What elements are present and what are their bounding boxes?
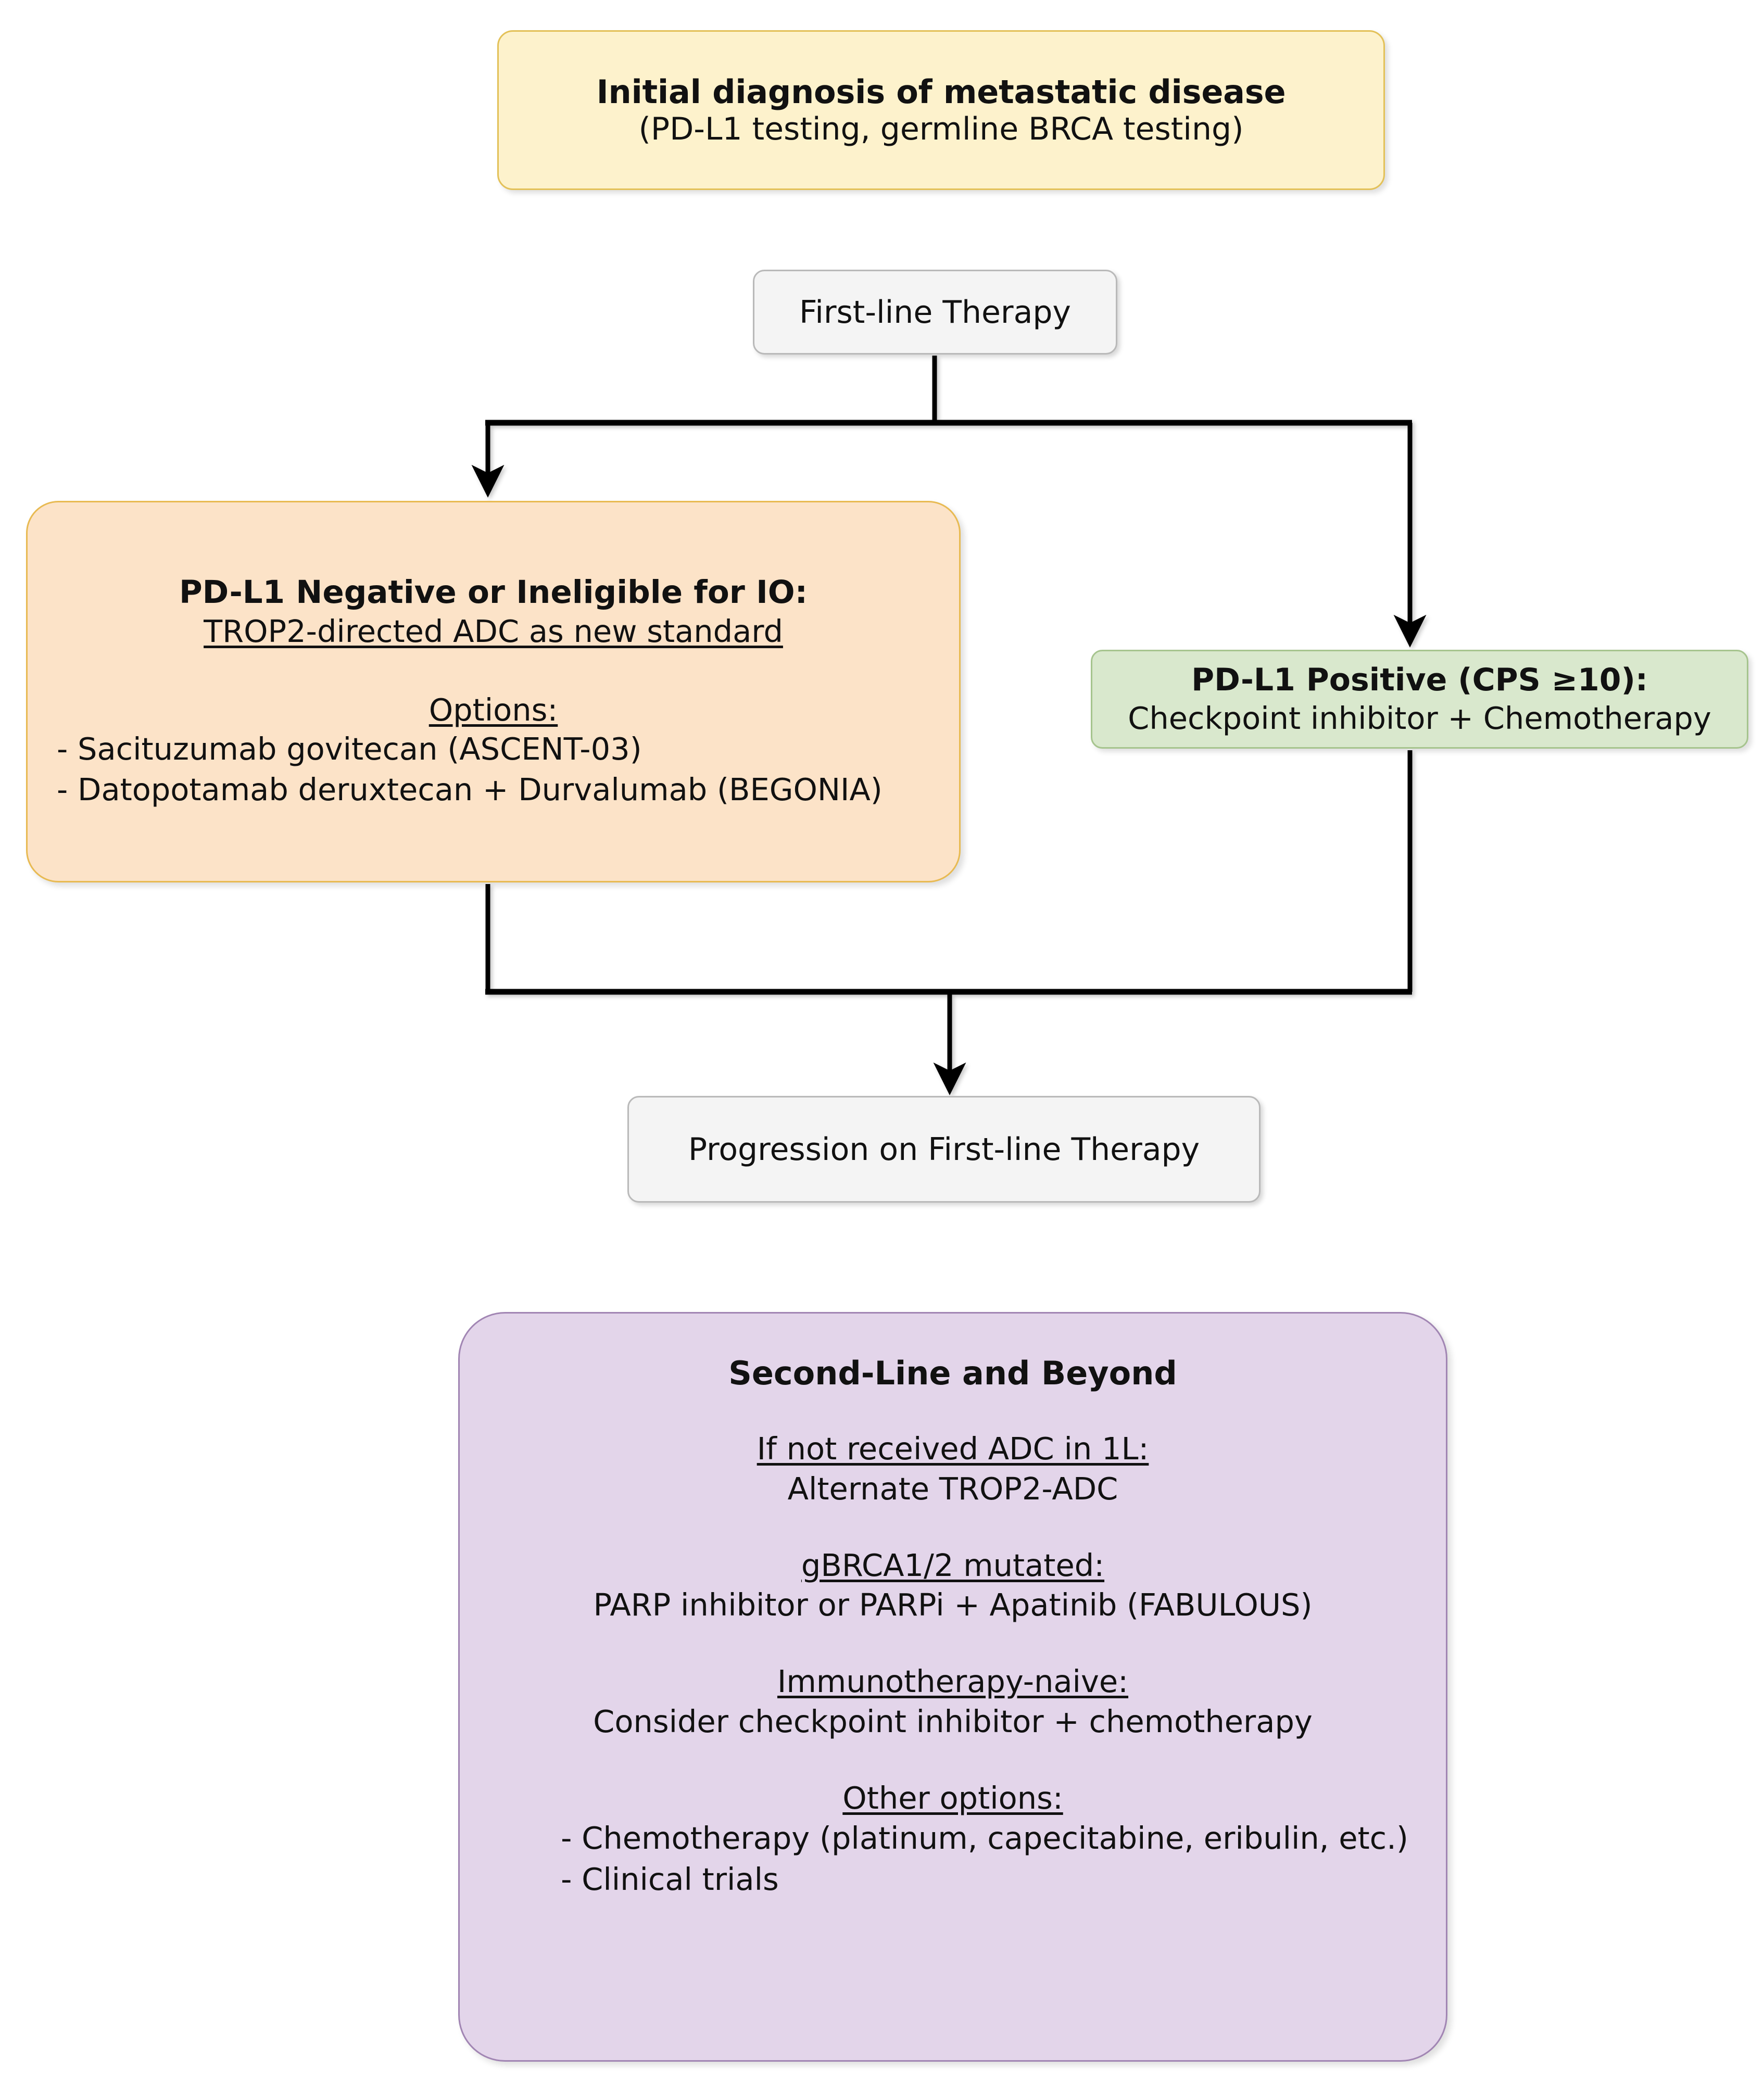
second-line-other-options-block: Other options: - Chemotherapy (platinum,… (497, 1778, 1408, 1900)
no-adc-label: If not received ADC in 1L: (757, 1431, 1149, 1467)
pdl1-negative-options-label: Options: (429, 691, 558, 728)
pdl1-negative-subheader: TROP2-directed ADC as new standard (204, 613, 783, 649)
pdl1-positive-subheader: Checkpoint inhibitor + Chemotherapy (1128, 700, 1711, 736)
node-initial-diagnosis[interactable]: Initial diagnosis of metastatic disease … (497, 30, 1385, 190)
connector-merge-to-progression (485, 750, 1413, 1095)
second-line-no-adc-block: If not received ADC in 1L: Alternate TRO… (757, 1429, 1149, 1509)
gbrca-value: PARP inhibitor or PARPi + Apatinib (FABU… (593, 1587, 1313, 1623)
no-adc-value: Alternate TROP2-ADC (787, 1471, 1118, 1507)
node-second-line-and-beyond[interactable]: Second-Line and Beyond If not received A… (458, 1312, 1447, 2062)
first-line-therapy-label: First-line Therapy (799, 294, 1071, 331)
other-options-list: - Chemotherapy (platinum, capecitabine, … (561, 1820, 1408, 1897)
gbrca-label: gBRCA1/2 mutated: (801, 1547, 1105, 1583)
node-pdl1-positive[interactable]: PD-L1 Positive (CPS ≥10): Checkpoint inh… (1091, 650, 1748, 749)
connector-firstline-split (471, 356, 1427, 648)
other-options-label: Other options: (842, 1780, 1063, 1816)
second-line-io-naive-block: Immunotherapy-naive: Consider checkpoint… (593, 1662, 1313, 1742)
node-progression[interactable]: Progression on First-line Therapy (627, 1096, 1261, 1203)
initial-diagnosis-title: Initial diagnosis of metastatic disease (596, 72, 1286, 111)
io-naive-value: Consider checkpoint inhibitor + chemothe… (593, 1703, 1313, 1739)
node-pdl1-negative[interactable]: PD-L1 Negative or Ineligible for IO: TRO… (26, 501, 961, 882)
node-first-line-therapy[interactable]: First-line Therapy (753, 270, 1117, 355)
io-naive-label: Immunotherapy-naive: (777, 1663, 1129, 1700)
progression-label: Progression on First-line Therapy (688, 1131, 1200, 1168)
initial-diagnosis-subtitle: (PD-L1 testing, germline BRCA testing) (638, 110, 1244, 147)
pdl1-negative-header: PD-L1 Negative or Ineligible for IO: (179, 574, 808, 611)
second-line-gbrca-block: gBRCA1/2 mutated: PARP inhibitor or PARP… (594, 1546, 1313, 1625)
pdl1-positive-header: PD-L1 Positive (CPS ≥10): (1191, 662, 1648, 699)
second-line-title: Second-Line and Beyond (728, 1354, 1177, 1392)
pdl1-negative-options-list: - Sacituzumab govitecan (ASCENT-03) - Da… (57, 731, 883, 808)
